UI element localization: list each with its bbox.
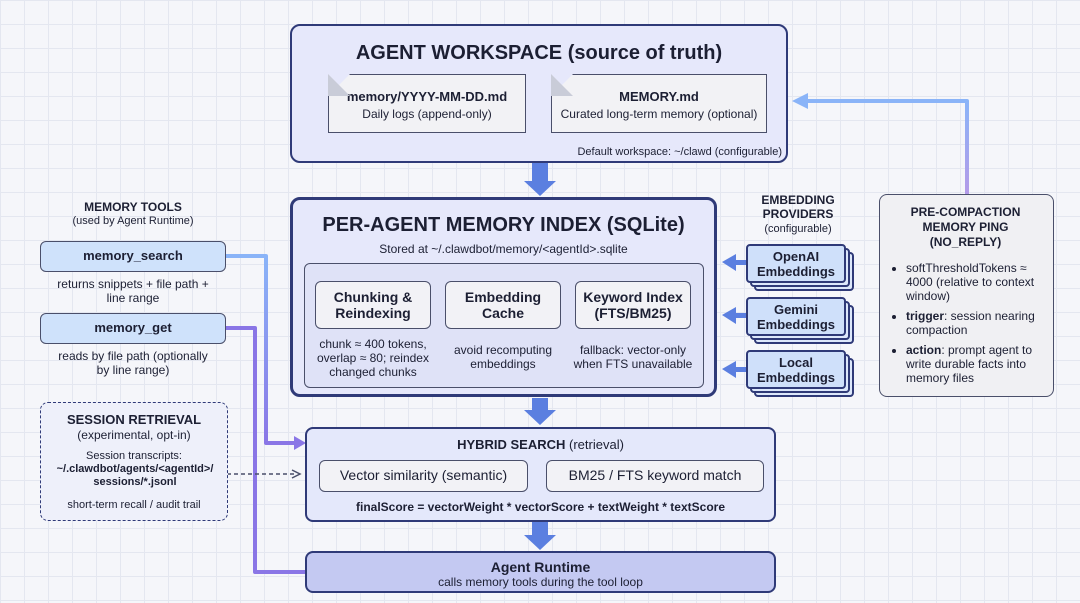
trigger-text: : session nearing compaction [906,309,1035,337]
openai-embeddings-provider: OpenAI Embeddings [746,244,846,283]
openai-arrow [722,254,746,271]
local-embeddings-provider: Local Embeddings [746,350,846,389]
session-arrowhead [291,469,302,479]
session-retrieval-subtitle: (experimental, opt-in) [77,428,191,442]
index-components-frame: Chunking & Reindexing chunk ≈ 400 tokens… [304,263,704,388]
memory-md-description: Curated long-term memory (optional) [560,107,758,121]
memory-tools-header: MEMORY TOOLS [84,200,182,214]
memory-index-panel: PER-AGENT MEMORY INDEX (SQLite) Stored a… [290,197,717,397]
agent-runtime-title: Agent Runtime [490,559,591,575]
index-title: PER-AGENT MEMORY INDEX (SQLite) [322,214,685,236]
hybrid-search-title-strong: HYBRID SEARCH [457,437,566,452]
ping-bullet-trigger: trigger: session nearing compaction [906,309,1042,337]
memory-search-tool[interactable]: memory_search [40,241,226,272]
agent-runtime-subtitle: calls memory tools during the tool loop [438,575,643,589]
ping-bullet-threshold: softThresholdTokens ≈ 4000 (relative to … [906,261,1042,303]
action-text: : prompt agent to write durable facts in… [906,343,1033,385]
gemini-embeddings-provider: Gemini Embeddings [746,297,846,336]
hybrid-search-title: HYBRID SEARCH (retrieval) [307,437,774,452]
embedding-providers-subheader: (configurable) [764,223,832,235]
agent-workspace-panel: AGENT WORKSPACE (source of truth) memory… [290,24,788,163]
session-transcripts-path: ~/.clawdbot/agents/<agentId>/ sessions/*… [56,463,214,488]
hybrid-search-title-suffix: (retrieval) [565,437,624,452]
action-key: action [906,343,942,357]
chunking-box: Chunking & Reindexing [315,281,431,329]
workspace-to-index-arrow [524,163,556,196]
session-retrieval-footer: short-term recall / audit trail [67,499,201,511]
workspace-footer: Default workspace: ~/clawd (configurable… [577,146,782,158]
index-subtitle: Stored at ~/.clawdbot/memory/<agentId>.s… [379,242,628,256]
pre-compaction-ping-panel: PRE-COMPACTION MEMORY PING (NO_REPLY) so… [879,194,1054,397]
trigger-key: trigger [906,309,945,323]
vector-similarity-pill: Vector similarity (semantic) [319,460,528,492]
ping-arrowhead [792,93,808,109]
session-transcripts-label: Session transcripts: [86,450,182,462]
keyword-index-box: Keyword Index (FTS/BM25) [575,281,691,329]
session-retrieval-title: SESSION RETRIEVAL [66,412,202,427]
search-arrowhead [294,436,306,450]
chunking-note: chunk ≈ 400 tokens, overlap ≈ 80; reinde… [317,337,429,379]
daily-log-file: memory/YYYY-MM-DD.md Daily logs (append-… [328,74,526,133]
embedding-cache-box: Embedding Cache [445,281,561,329]
embedding-cache-note: avoid recomputing embeddings [453,343,553,371]
daily-log-description: Daily logs (append-only) [362,107,492,121]
memory-md-file: MEMORY.md Curated long-term memory (opti… [551,74,767,133]
memory-tools-subheader: (used by Agent Runtime) [72,215,194,227]
embedding-providers-header: EMBEDDING PROVIDERS [761,193,835,221]
memory-get-note: reads by file path (optionally by line r… [58,349,208,377]
memory-get-tool[interactable]: memory_get [40,313,226,344]
ping-title: PRE-COMPACTION MEMORY PING (NO_REPLY) [910,205,1021,249]
search-to-hybrid-wire [226,254,296,445]
hybrid-search-panel: HYBRID SEARCH (retrieval) Vector similar… [305,427,776,522]
agent-runtime-panel: Agent Runtime calls memory tools during … [305,551,776,593]
keyword-index-note: fallback: vector-only when FTS unavailab… [573,343,693,371]
bm25-keyword-pill: BM25 / FTS keyword match [546,460,764,492]
workspace-title: AGENT WORKSPACE (source of truth) [355,42,723,64]
memory-search-note: returns snippets + file path + line rang… [57,277,209,305]
memory-md-filename: MEMORY.md [619,89,699,104]
get-to-runtime-wire [226,326,305,574]
final-score-formula: finalScore = vectorWeight * vectorScore … [355,500,725,514]
ping-bullet-action: action: prompt agent to write durable fa… [906,343,1042,385]
hybrid-to-runtime-arrow [524,522,556,550]
ping-bullet-list: softThresholdTokens ≈ 4000 (relative to … [892,261,1042,391]
index-to-hybrid-arrow [524,398,556,425]
gemini-arrow [722,307,746,324]
ping-to-workspace-wire [808,99,969,194]
daily-log-filename: memory/YYYY-MM-DD.md [346,89,508,104]
local-arrow [722,361,746,378]
session-retrieval-panel: SESSION RETRIEVAL (experimental, opt-in)… [40,402,228,521]
